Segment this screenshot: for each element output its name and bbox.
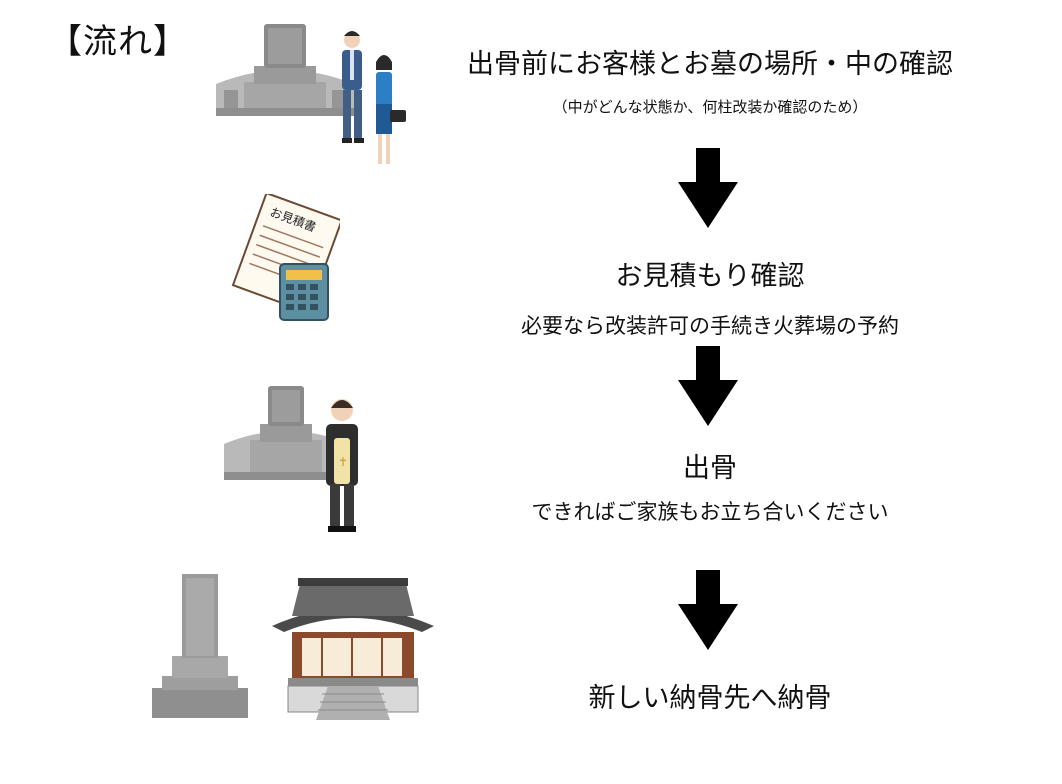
svg-text:✝: ✝ <box>338 455 348 469</box>
estimate-document-calculator-illustration: お見積書 <box>231 194 340 321</box>
down-arrow-1 <box>678 148 738 228</box>
flow-heading: 【流れ】 <box>48 22 188 62</box>
step2-title: お見積もり確認 <box>615 261 805 292</box>
step1-note: （中がどんな状態か、何柱改装か確認のため） <box>552 98 868 116</box>
grave-and-man-with-urn-illustration: ✝ <box>224 386 358 532</box>
grave-and-couple-illustration <box>216 24 406 164</box>
gravestone-and-temple-illustration <box>152 574 434 720</box>
step4-title: 新しい納骨先へ納骨 <box>588 683 832 714</box>
step2-note: 必要なら改装許可の手続き火葬場の予約 <box>521 314 899 338</box>
down-arrow-2 <box>678 346 738 426</box>
down-arrow-3 <box>678 570 738 650</box>
step3-note: できればご家族もお立ち合いください <box>531 500 889 524</box>
step3-title: 出骨 <box>683 453 737 484</box>
step1-title: 出骨前にお客様とお墓の場所・中の確認 <box>467 49 953 80</box>
